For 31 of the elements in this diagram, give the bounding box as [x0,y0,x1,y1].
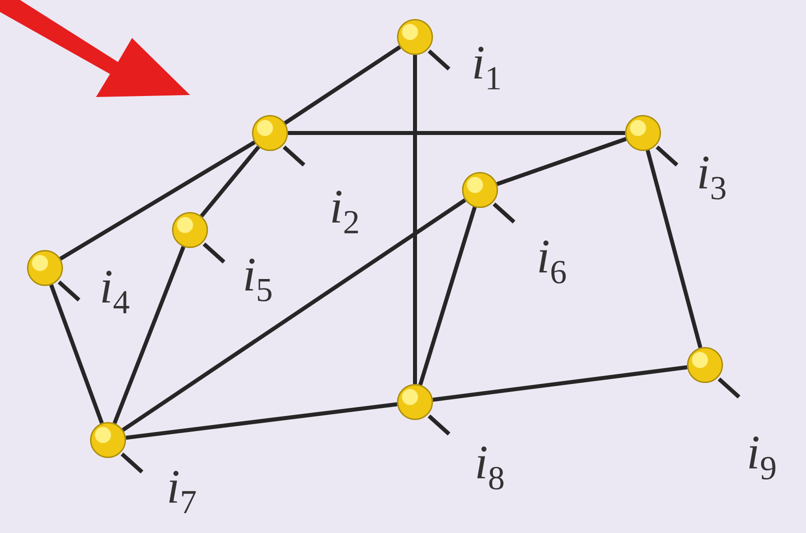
vertex-label: i$_{7}$ [169,470,196,514]
vertex-sphere [625,115,678,166]
edge-line [284,45,402,125]
edge-line [112,246,186,424]
vertex-label: i$_{4}$ [102,270,130,314]
edge-line [646,150,702,348]
edge-line [200,146,260,218]
vertex-label: i$_{8}$ [477,446,504,490]
vertex-label: i$_{3}$ [699,156,726,200]
vertex-sphere [172,212,226,264]
vertex-sphere [252,115,306,166]
edge-line [49,284,104,424]
vertex-label: i$_{2}$ [332,190,358,234]
edge-line [496,137,627,186]
edge-line [432,365,688,402]
vertex-label: i$_{5}$ [245,258,272,302]
vertex-label: i$_{9}$ [749,436,776,480]
vertex-label: i$_{1}$ [474,46,500,90]
edge-line [413,55,417,384]
vertex-sphere [397,384,450,436]
vertex-sphere [687,347,740,398]
edge-line [126,402,398,440]
edge-line [59,140,256,260]
edge-line [122,198,466,432]
vertex-sphere [27,250,80,302]
vertex-sphere [462,172,516,224]
vertex-sphere [397,19,450,70]
vertex-sphere [90,422,144,474]
edge-line [288,131,625,135]
vertex-label: i$_{6}$ [539,240,566,284]
edge-line [418,206,477,386]
